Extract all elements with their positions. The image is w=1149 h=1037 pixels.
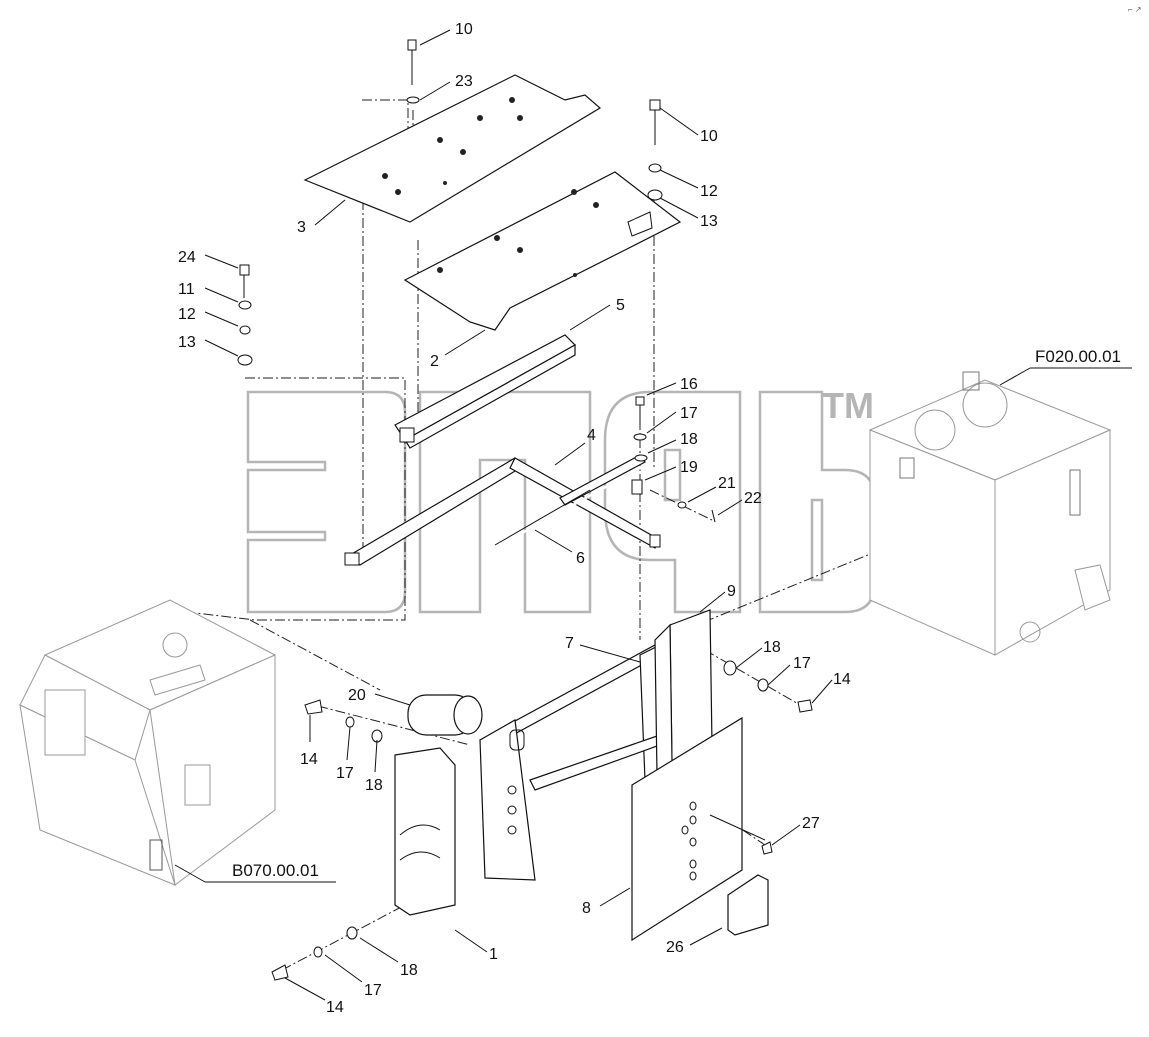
callout-c18b: 18 [763, 639, 781, 656]
cabin-assembly [19, 599, 277, 886]
cabin-reference-label: B070.00.01 [232, 861, 319, 880]
callout-c7: 7 [565, 635, 574, 652]
tank-reference-label: F020.00.01 [1035, 347, 1121, 366]
callout-c14c: 14 [326, 999, 344, 1016]
callout-c17a: 17 [680, 405, 698, 422]
callout-c19: 19 [680, 459, 698, 476]
rail-5 [394, 334, 576, 449]
callout-c18a: 18 [680, 431, 698, 448]
callout-c16: 16 [680, 376, 698, 393]
callout-c5: 5 [616, 297, 625, 314]
callout-c26: 26 [666, 939, 684, 956]
callout-c2: 2 [430, 353, 439, 370]
callout-c8: 8 [582, 900, 591, 917]
panel-9 [654, 609, 713, 777]
callout-c12a: 12 [700, 183, 718, 200]
callout-c23: 23 [455, 73, 473, 90]
fasteners [237, 39, 813, 981]
callout-c4: 4 [587, 427, 596, 444]
callout-c13a: 13 [700, 213, 718, 230]
callout-c21: 21 [718, 475, 736, 492]
callout-c9: 9 [727, 583, 736, 600]
callout-c14b: 14 [300, 751, 318, 768]
callout-c17d: 17 [364, 982, 382, 999]
callout-labels: 1234567891010111212131314141416171717171… [178, 21, 851, 1016]
callout-c13b: 13 [178, 334, 196, 351]
callout-c12b: 12 [178, 306, 196, 323]
callout-c20: 20 [348, 687, 366, 704]
callout-c27: 27 [802, 815, 820, 832]
plate-3 [303, 74, 602, 223]
rod-6 [494, 466, 641, 550]
callout-c1: 1 [489, 946, 498, 963]
callout-c10b: 10 [700, 128, 718, 145]
corner-mark: ⌐ ↗ [1128, 5, 1142, 14]
panel-8 [631, 716, 743, 942]
guard-1 [394, 747, 456, 916]
tank-assembly [868, 371, 1112, 656]
leader-lines [174, 29, 1132, 1001]
callout-c22: 22 [744, 490, 762, 507]
callout-c11: 11 [178, 281, 195, 298]
callout-c18d: 18 [400, 962, 418, 979]
callout-c24: 24 [178, 249, 196, 266]
callout-c14a: 14 [833, 671, 851, 688]
callout-c18c: 18 [365, 777, 383, 794]
callout-c6: 6 [576, 550, 585, 567]
callout-c17c: 17 [336, 765, 354, 782]
callout-c3: 3 [297, 219, 306, 236]
callout-c17b: 17 [793, 655, 811, 672]
frame-4 [344, 454, 661, 566]
plate-2 [403, 171, 682, 331]
watermark-tm: TM [822, 385, 874, 426]
part-20-cylinder [407, 694, 483, 736]
part-26-block [727, 874, 769, 936]
callout-c10a: 10 [455, 21, 473, 38]
